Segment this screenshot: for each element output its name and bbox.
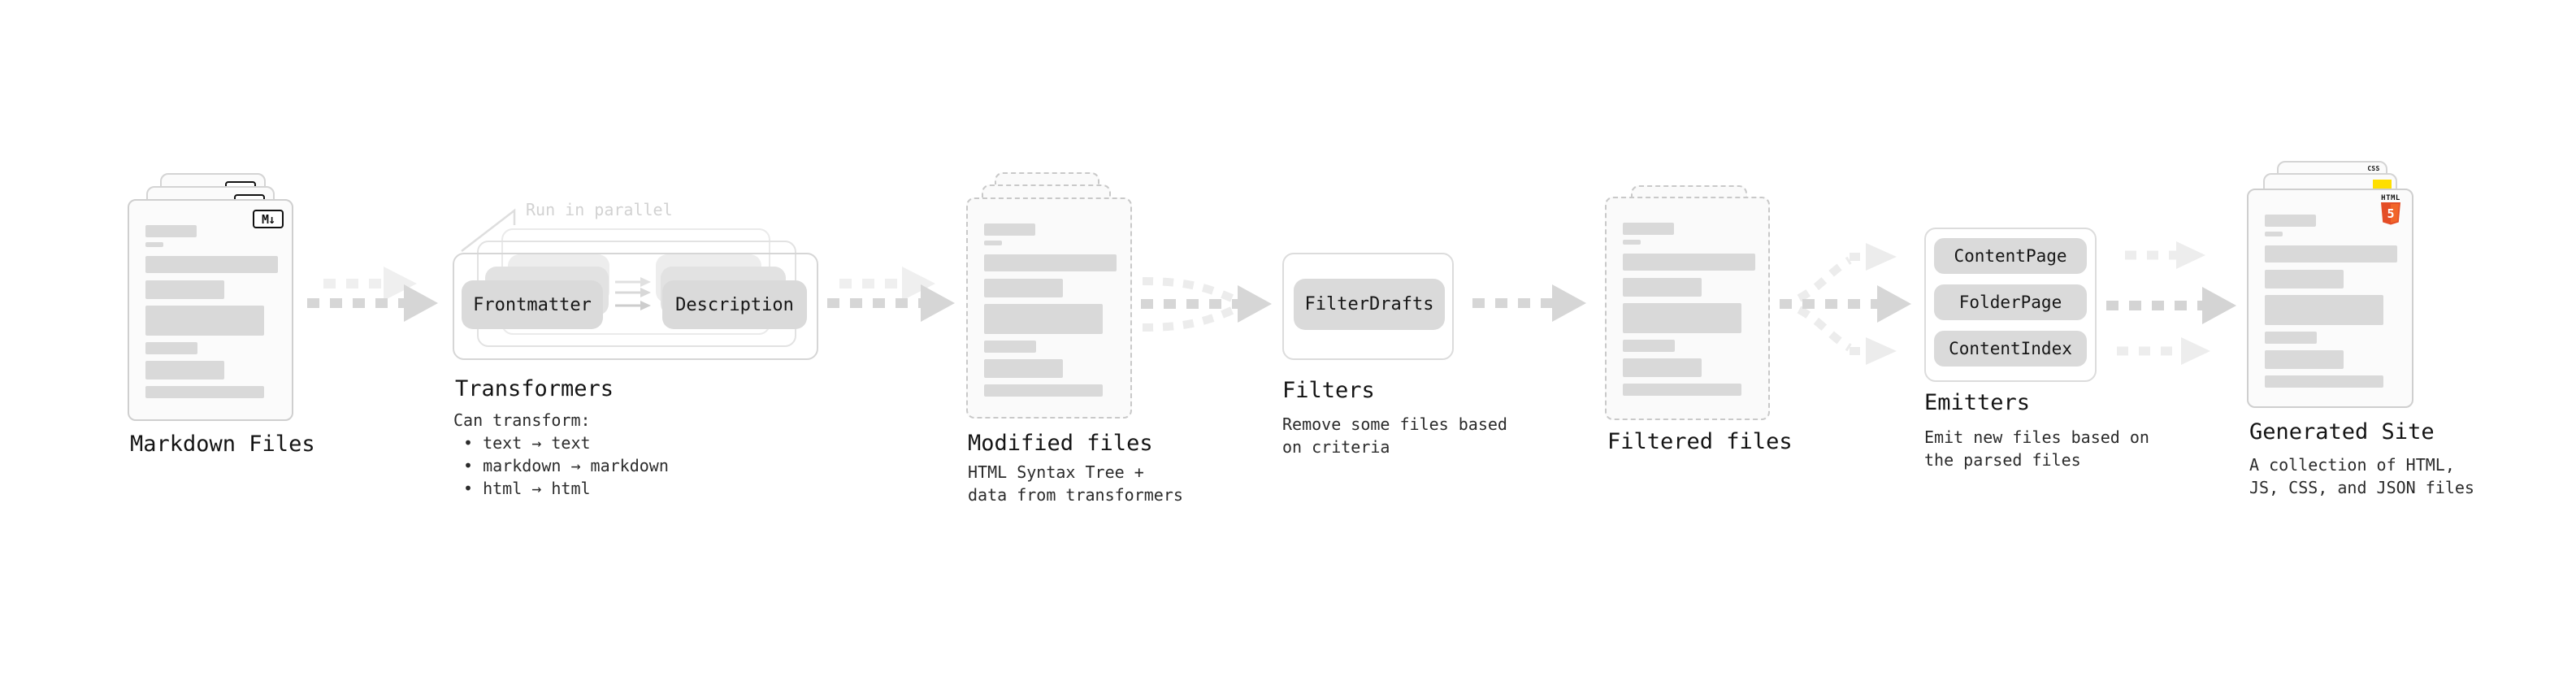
doc-line bbox=[2265, 270, 2344, 288]
emitters-description: Emit new files based on the parsed files bbox=[1924, 426, 2149, 471]
description-pill: Description bbox=[662, 280, 807, 329]
doc-line bbox=[145, 256, 278, 273]
generated-doc-front: HTML 5 bbox=[2247, 189, 2413, 408]
contentindex-pill: ContentIndex bbox=[1934, 331, 2087, 367]
doc-line bbox=[1623, 240, 1641, 245]
doc-line bbox=[145, 342, 197, 354]
bullet-line: • html → html bbox=[463, 479, 591, 498]
description-line: A collection of HTML, bbox=[2249, 455, 2455, 475]
frontmatter-pill: Frontmatter bbox=[462, 280, 603, 329]
svg-text:5: 5 bbox=[2387, 206, 2394, 221]
doc-line bbox=[1623, 384, 1741, 396]
description-line: HTML Syntax Tree + bbox=[968, 462, 1144, 482]
contentpage-pill: ContentPage bbox=[1934, 238, 2087, 274]
css-icon-word: CSS bbox=[2367, 165, 2380, 172]
transformers-label: Transformers bbox=[455, 376, 614, 401]
modified-doc-front bbox=[966, 197, 1132, 419]
doc-line bbox=[1623, 254, 1755, 271]
description-line: Emit new files based on bbox=[1924, 427, 2149, 447]
html5-icon-shield: 5 bbox=[2381, 202, 2400, 225]
doc-line bbox=[2265, 245, 2397, 262]
filters-description: Remove some files based on criteria bbox=[1282, 413, 1507, 458]
description-line: data from transformers bbox=[968, 485, 1183, 505]
markdown-files-label: Markdown Files bbox=[130, 432, 315, 457]
doc-line bbox=[984, 304, 1103, 334]
filterdrafts-pill: FilterDrafts bbox=[1294, 279, 1445, 330]
doc-line bbox=[984, 340, 1036, 353]
bullet-line: • text → text bbox=[463, 433, 591, 453]
arrow-filtered-to-emitters bbox=[1780, 243, 1911, 365]
generated-site-label: Generated Site bbox=[2249, 419, 2435, 445]
doc-line bbox=[2265, 375, 2383, 388]
doc-line bbox=[2265, 215, 2316, 227]
markdown-doc-front: M↓ bbox=[128, 199, 293, 421]
filtered-doc-front bbox=[1605, 197, 1770, 420]
doc-line bbox=[2265, 350, 2344, 369]
html5-icon: HTML 5 bbox=[2380, 195, 2401, 228]
description-line: JS, CSS, and JSON files bbox=[2249, 478, 2474, 497]
markdown-icon: M↓ bbox=[253, 210, 284, 228]
doc-line bbox=[145, 280, 224, 299]
description-line: on criteria bbox=[1282, 437, 1390, 457]
doc-line bbox=[145, 242, 163, 247]
arrow-transformers-to-modified bbox=[827, 267, 955, 322]
doc-line bbox=[145, 225, 197, 237]
js-icon bbox=[2373, 180, 2392, 189]
html5-icon-word: HTML bbox=[2381, 194, 2400, 202]
doc-line bbox=[2265, 332, 2317, 344]
filtered-files-label: Filtered files bbox=[1607, 429, 1793, 454]
doc-line bbox=[984, 359, 1063, 378]
doc-line bbox=[984, 254, 1117, 271]
doc-line bbox=[145, 306, 264, 336]
modified-files-description: HTML Syntax Tree + data from transformer… bbox=[968, 461, 1183, 506]
doc-line bbox=[2265, 295, 2383, 325]
arrow-filters-to-filtered bbox=[1472, 284, 1586, 322]
modified-files-label: Modified files bbox=[968, 431, 1153, 456]
doc-line bbox=[984, 241, 1002, 245]
doc-line bbox=[2265, 232, 2283, 236]
bullet-line: • markdown → markdown bbox=[463, 456, 669, 475]
filters-label: Filters bbox=[1282, 378, 1375, 403]
doc-line bbox=[984, 384, 1103, 397]
doc-line bbox=[145, 361, 224, 380]
doc-line bbox=[984, 279, 1063, 297]
doc-line bbox=[1623, 358, 1702, 377]
doc-line bbox=[1623, 278, 1702, 297]
transformers-bullets: • text → text • markdown → markdown • ht… bbox=[463, 432, 669, 500]
run-in-parallel-annotation: Run in parallel bbox=[526, 200, 673, 219]
transformer-box-front bbox=[453, 253, 818, 360]
arrow-modified-to-filters bbox=[1141, 277, 1272, 332]
doc-line bbox=[1623, 223, 1674, 235]
transformers-note-title: Can transform: bbox=[453, 410, 591, 430]
doc-line bbox=[1623, 340, 1675, 352]
doc-line bbox=[984, 223, 1035, 236]
description-line: the parsed files bbox=[1924, 450, 2081, 470]
doc-line bbox=[145, 386, 264, 398]
doc-line bbox=[1623, 303, 1741, 333]
emitters-label: Emitters bbox=[1924, 390, 2031, 415]
arrow-markdown-to-transformers bbox=[307, 267, 438, 322]
generated-site-description: A collection of HTML, JS, CSS, and JSON … bbox=[2249, 453, 2474, 499]
description-line: Remove some files based bbox=[1282, 414, 1507, 434]
folderpage-pill: FolderPage bbox=[1934, 284, 2087, 320]
arrow-emitters-to-generated bbox=[2106, 241, 2236, 365]
